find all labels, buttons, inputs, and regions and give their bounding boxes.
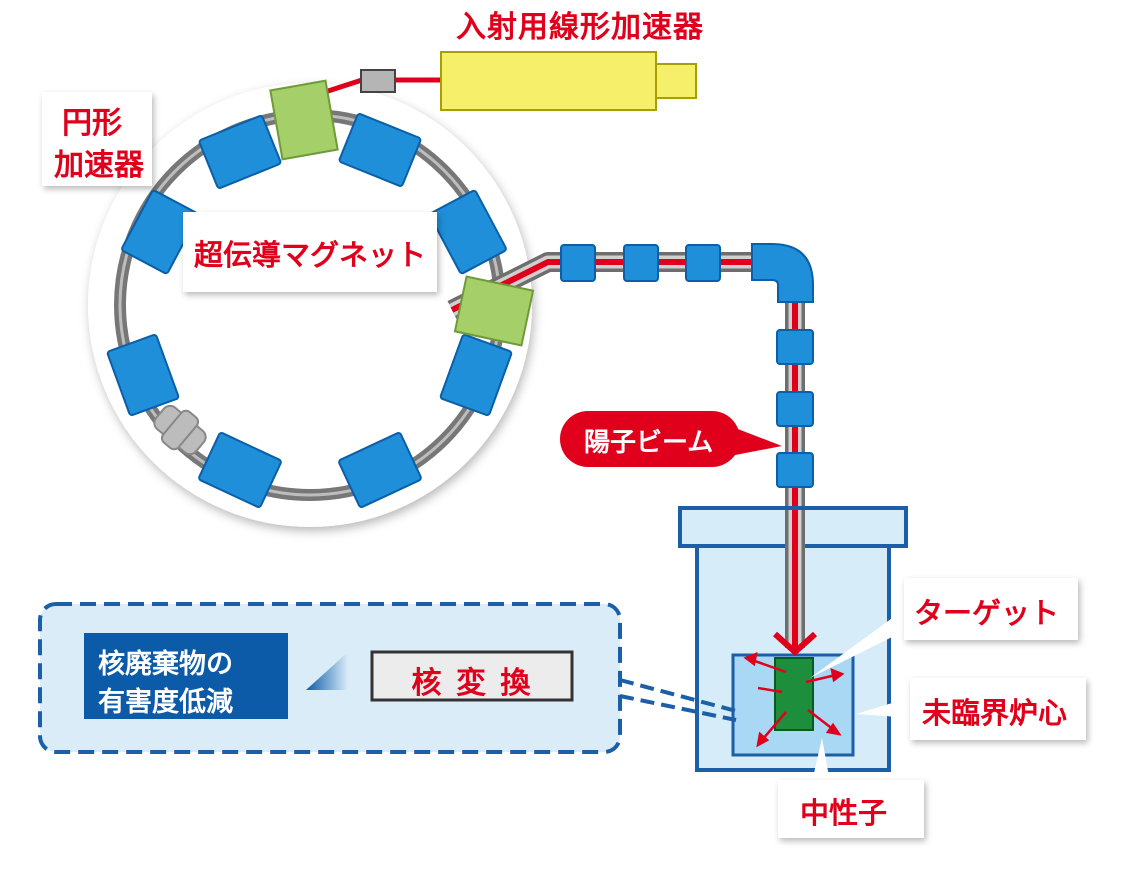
magnet (338, 432, 422, 508)
transmutation-label: 核 変 換 (411, 666, 533, 701)
magnet (439, 334, 513, 416)
target-callout-tail (810, 608, 906, 678)
triangle-right-arrow (306, 652, 348, 690)
ring-label-box (42, 92, 152, 186)
magnet (106, 334, 180, 416)
magnet-callout-tail (318, 180, 360, 214)
magnet (198, 432, 282, 508)
neutron-callout-tail (812, 738, 830, 782)
ring-label-line2: 加速器 (54, 148, 144, 183)
proton-beam-label: 陽子ビーム (584, 428, 714, 458)
core-label-box (910, 678, 1086, 740)
ring-component (153, 404, 207, 456)
ring-disk (88, 83, 532, 527)
neutron-arrows (743, 651, 845, 748)
magnet (429, 189, 507, 275)
beamline-magnets (560, 243, 814, 488)
neutron-label-box (778, 780, 924, 838)
ring-label-line1: 円形 (62, 106, 122, 141)
magnet (198, 115, 282, 189)
magnet (338, 113, 422, 187)
neutron-label: 中性子 (800, 796, 888, 830)
magnet-label: 超伝導マグネット (194, 238, 427, 272)
injection-cavity (269, 79, 339, 161)
magnet (121, 189, 199, 275)
superconducting-magnets (106, 113, 513, 508)
injection-line (324, 77, 363, 95)
core-callout-tail (856, 697, 912, 718)
core-label: 未臨界炉心 (922, 696, 1068, 730)
waste-box (84, 633, 288, 719)
target-label-box (904, 578, 1078, 640)
linac-body (440, 51, 657, 111)
beam-label-tail (730, 426, 782, 456)
target-label: ターゲット (914, 596, 1060, 630)
linac-label: 入射用線形加速器 (456, 10, 704, 45)
linac-end (655, 63, 697, 99)
transmutation-box (370, 650, 574, 702)
injector-small (360, 69, 396, 93)
extraction-cavity (453, 275, 535, 347)
magnet-label-box (183, 212, 437, 292)
proton-beam-pill (560, 411, 740, 467)
beam-arrowhead (772, 631, 818, 657)
waste-label-line1: 核廃棄物の (98, 649, 233, 680)
waste-label-line2: 有害度低減 (98, 687, 233, 718)
